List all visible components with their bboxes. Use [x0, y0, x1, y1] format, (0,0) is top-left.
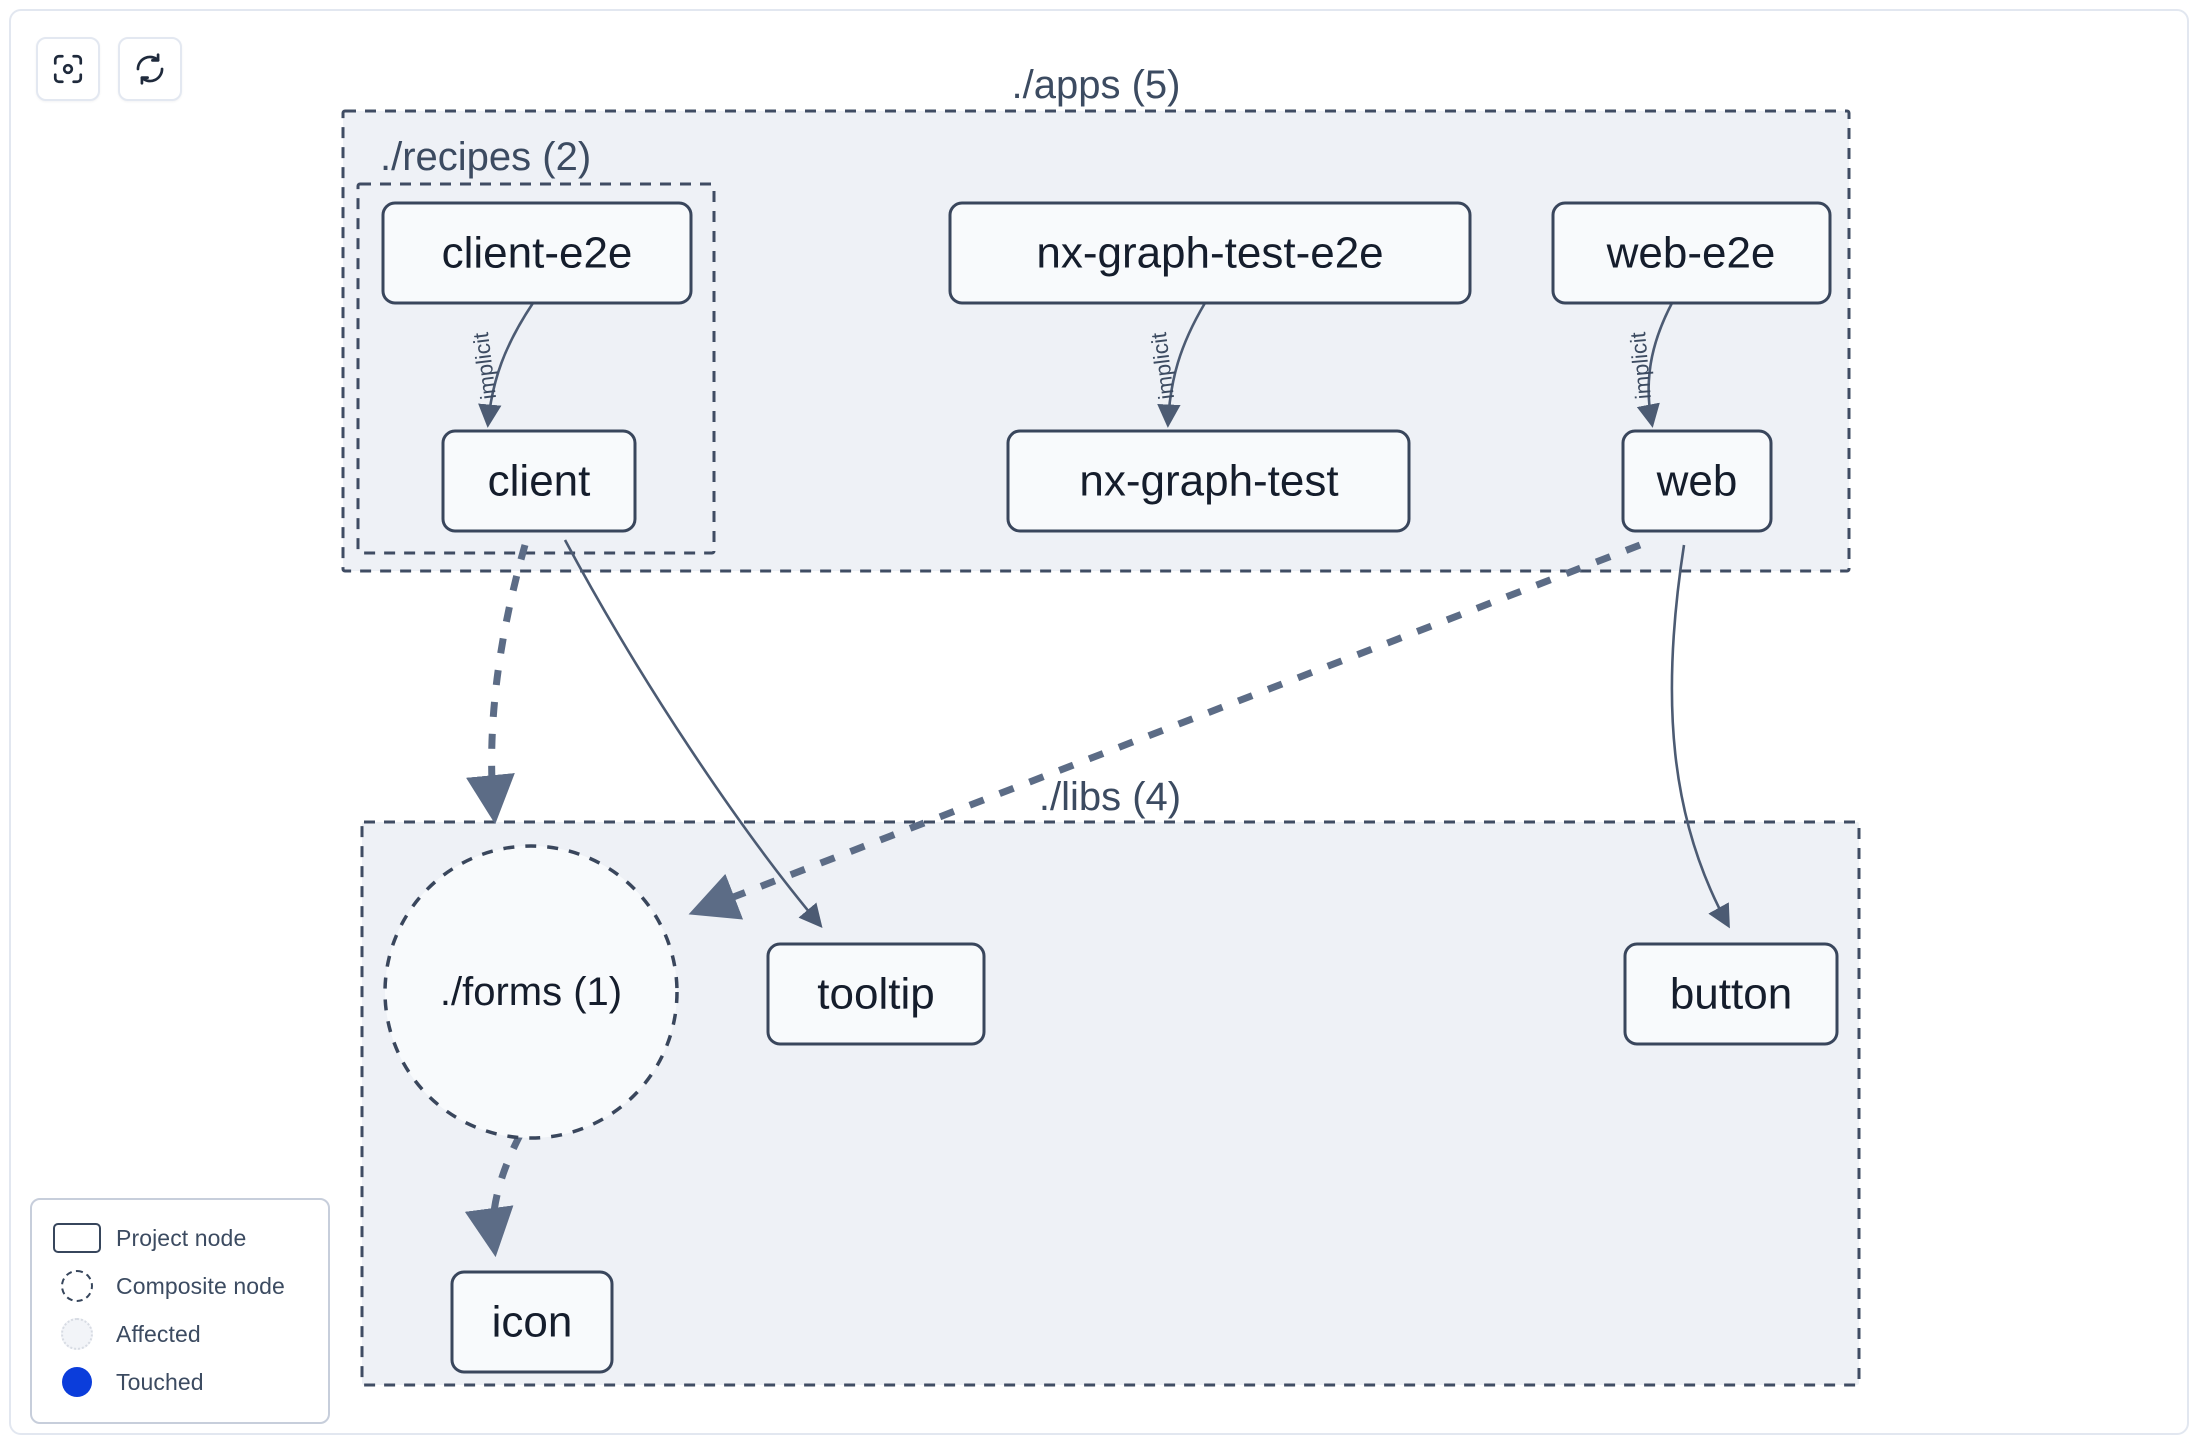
node-label: button	[1670, 970, 1792, 1019]
node-box[interactable]	[450, 1270, 614, 1374]
group-libs-label: ./libs (4)	[1039, 775, 1181, 819]
edge-path	[563, 539, 823, 928]
node-box[interactable]	[1006, 429, 1411, 533]
legend-label: Affected	[116, 1320, 201, 1347]
legend-label: Touched	[116, 1368, 204, 1395]
node-label: tooltip	[817, 970, 934, 1019]
node-box[interactable]	[1623, 942, 1839, 1046]
group-apps-label: ./apps (5)	[1012, 63, 1181, 107]
graph-toolbar	[36, 37, 182, 101]
node-label: client	[488, 457, 591, 506]
node-box[interactable]	[1621, 429, 1773, 533]
node-label: nx-graph-test	[1079, 457, 1338, 506]
legend-label: Project node	[116, 1224, 247, 1251]
group-libs-box[interactable]	[360, 820, 1861, 1387]
affected-swatch	[48, 1318, 106, 1350]
edge-forms-icon[interactable]	[464, 1133, 524, 1258]
node-tooltip[interactable]: tooltip	[766, 942, 986, 1046]
project-node-swatch	[48, 1223, 106, 1253]
legend-item-project-node: Project node	[48, 1214, 312, 1262]
refresh-graph-button[interactable]	[118, 37, 182, 101]
node-nx-graph-test-e2e[interactable]: nx-graph-test-e2e	[948, 201, 1472, 305]
edge-path	[1157, 302, 1207, 428]
node-box[interactable]	[766, 942, 986, 1046]
edge-path	[688, 541, 1642, 920]
edge-client-forms[interactable]	[466, 544, 529, 825]
node-box[interactable]	[1551, 201, 1832, 305]
viewfinder-icon	[51, 52, 85, 86]
node-box[interactable]	[948, 201, 1472, 305]
node-nx-graph-test[interactable]: nx-graph-test	[1006, 429, 1411, 533]
node-web[interactable]: web	[1621, 429, 1773, 533]
group-apps[interactable]: ./apps (5)	[341, 63, 1851, 573]
composite-node-circle[interactable]	[383, 844, 679, 1140]
edge-path	[478, 302, 535, 428]
node-icon[interactable]: icon	[450, 1270, 614, 1374]
touched-swatch	[48, 1367, 106, 1397]
node-client-e2e[interactable]: client-e2e	[381, 201, 693, 305]
edge-path	[466, 544, 529, 825]
group-apps-box[interactable]	[341, 109, 1851, 573]
group-recipes-label: ./recipes (2)	[380, 135, 591, 179]
node-client[interactable]: client	[441, 429, 637, 533]
node-label: web	[1656, 457, 1738, 506]
group-libs[interactable]: ./libs (4)	[360, 775, 1861, 1387]
node-web-e2e[interactable]: web-e2e	[1551, 201, 1832, 305]
graph-legend: Project node Composite node Affected Tou…	[30, 1198, 330, 1424]
composite-node-label: ./forms (1)	[440, 970, 622, 1014]
edge-web-button[interactable]	[1670, 544, 1730, 929]
node-label: web-e2e	[1606, 229, 1776, 278]
edge-path	[464, 1133, 524, 1258]
node-label: client-e2e	[442, 229, 633, 278]
node-box[interactable]	[381, 201, 693, 305]
edge-path	[1670, 544, 1730, 929]
node-forms-composite[interactable]: ./forms (1)	[383, 844, 679, 1140]
legend-item-affected: Affected	[48, 1310, 312, 1358]
node-label: nx-graph-test-e2e	[1036, 229, 1383, 278]
legend-item-touched: Touched	[48, 1358, 312, 1406]
edge-path	[1636, 302, 1674, 428]
refresh-icon	[133, 52, 167, 86]
legend-label: Composite node	[116, 1272, 285, 1299]
edge-label-implicit: implicit	[1625, 331, 1656, 400]
node-button[interactable]: button	[1623, 942, 1839, 1046]
edge-webe2e-web[interactable]: implicit	[1625, 302, 1674, 428]
focus-graph-button[interactable]	[36, 37, 100, 101]
edge-web-forms[interactable]	[688, 541, 1642, 920]
composite-node-swatch	[48, 1270, 106, 1302]
node-box[interactable]	[441, 429, 637, 533]
node-label: icon	[492, 1298, 573, 1347]
edge-client-tooltip[interactable]	[563, 539, 823, 928]
legend-item-composite-node: Composite node	[48, 1262, 312, 1310]
